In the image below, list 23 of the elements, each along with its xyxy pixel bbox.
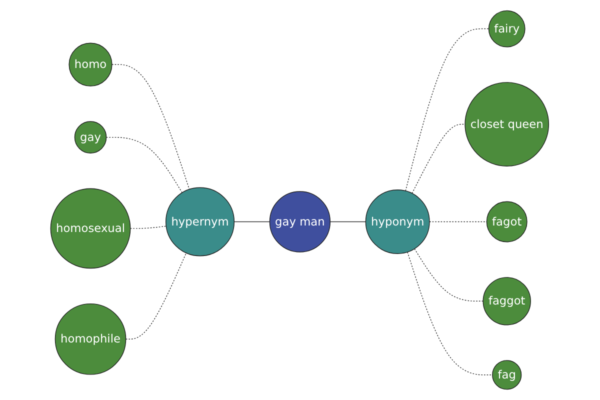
node-circle: faggot (483, 277, 532, 326)
connector (330, 221, 366, 222)
node-circle: gay (74, 121, 107, 154)
connector (106, 136, 183, 194)
node-circle: homosexual (50, 188, 131, 269)
connector (126, 252, 187, 340)
node-circle: fagot (486, 201, 528, 242)
node-circle: fag (492, 360, 522, 390)
connector (407, 252, 494, 376)
connector (414, 248, 484, 302)
node-circle: homo (69, 42, 113, 86)
connector (234, 221, 270, 222)
node-circle: gay man (270, 191, 331, 252)
connector (429, 221, 488, 222)
connector (112, 64, 190, 190)
node-circle: homophile (55, 303, 126, 375)
connector (406, 28, 490, 192)
node-circle: closet queen (464, 82, 550, 166)
node-circle: fairy (488, 10, 526, 48)
connector (412, 124, 466, 194)
node-circle: hyponym (366, 190, 430, 254)
node-circle: hypernym (166, 187, 235, 256)
connector (130, 226, 167, 229)
